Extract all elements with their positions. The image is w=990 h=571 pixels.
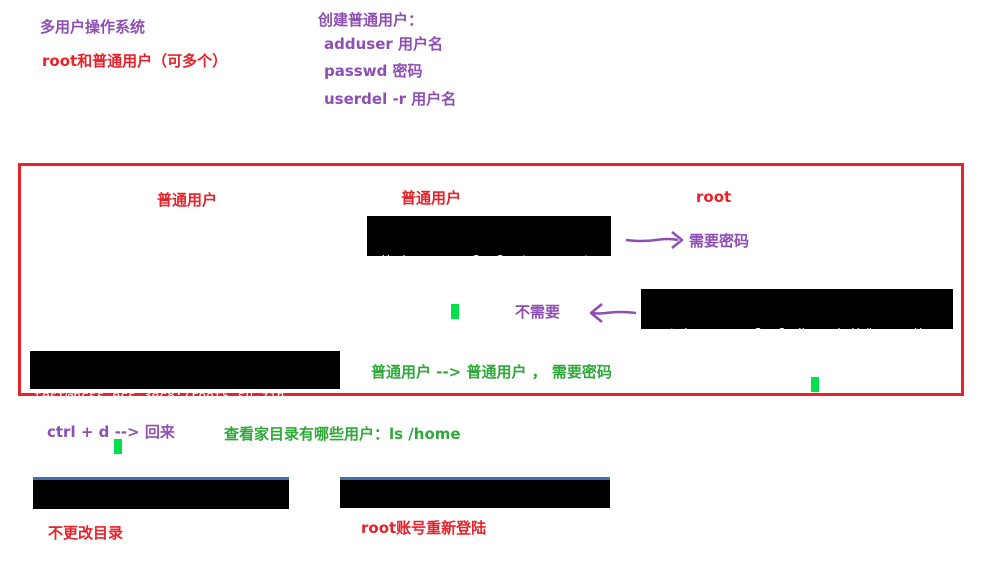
normal-user-label-mid: 普通用户 xyxy=(401,189,462,207)
terminal-cursor xyxy=(451,304,460,319)
no-change-dir-note: 不更改目录 xyxy=(48,524,124,542)
normal-to-normal-note: 普通用户 --> 普通用户 ， 需要密码 xyxy=(371,363,612,381)
create-user-title: 创建普通用户： xyxy=(318,11,424,29)
terminal-line: zjh@hcss-ecs-3ec8:~$ su - 用户名 xyxy=(344,530,587,545)
need-password-note: 需要密码 xyxy=(689,232,750,250)
root-label: root xyxy=(696,188,732,206)
terminal-test-su-zjh: test@hcss-ecs-3ec8:/root$ su zjh Passwor… xyxy=(30,351,340,455)
terminal-line: zjh@hcss-ecs-3ec8:~$ xyxy=(645,378,810,393)
terminal-line: test@hcss-ecs-3ec8:/root$ su zjh xyxy=(34,389,285,404)
userdel-command: userdel -r 用户名 xyxy=(324,90,457,108)
su-diagram-frame xyxy=(18,163,964,396)
no-need-note: 不需要 xyxy=(515,303,561,321)
ctrl-d-note: ctrl + d --> 回来 xyxy=(47,423,175,441)
terminal-root-su-zjh: root@hcss-ecs-3ec8:/home/zjh# su zjh zjh… xyxy=(641,289,953,393)
root-and-users-note: root和普通用户（可多个） xyxy=(42,52,228,70)
check-home-note: 查看家目录有哪些用户：ls /home xyxy=(224,425,461,443)
root-relogin-note: root账号重新登陆 xyxy=(361,519,487,537)
terminal-su-root: zjh@hcss-ecs-3ec8:~$ su root Password: xyxy=(367,216,611,320)
terminal-line: Password: xyxy=(34,440,113,455)
normal-user-label-left: 普通用户 xyxy=(157,191,218,209)
terminal-line: zjh@hcss-ecs-3ec8:~$ su 用户名 xyxy=(37,530,264,545)
terminal-cursor xyxy=(811,377,820,392)
arrow-left-icon xyxy=(589,303,637,323)
terminal-cursor xyxy=(114,439,123,454)
adduser-command: adduser 用户名 xyxy=(324,35,443,53)
arrow-right-icon xyxy=(625,231,684,249)
passwd-command: passwd 密码 xyxy=(324,62,423,80)
terminal-line: zjh@hcss-ecs-3ec8:~$ su root xyxy=(371,254,591,269)
terminal-line: root@hcss-ecs-3ec8:/home/zjh# su zjh xyxy=(645,327,927,342)
terminal-line: Password: xyxy=(371,305,450,320)
multi-user-os-note: 多用户操作系统 xyxy=(40,18,146,36)
terminal-su-user: zjh@hcss-ecs-3ec8:~$ su 用户名 xyxy=(33,477,289,545)
terminal-su-dash-user: zjh@hcss-ecs-3ec8:~$ su - 用户名 xyxy=(340,477,610,545)
